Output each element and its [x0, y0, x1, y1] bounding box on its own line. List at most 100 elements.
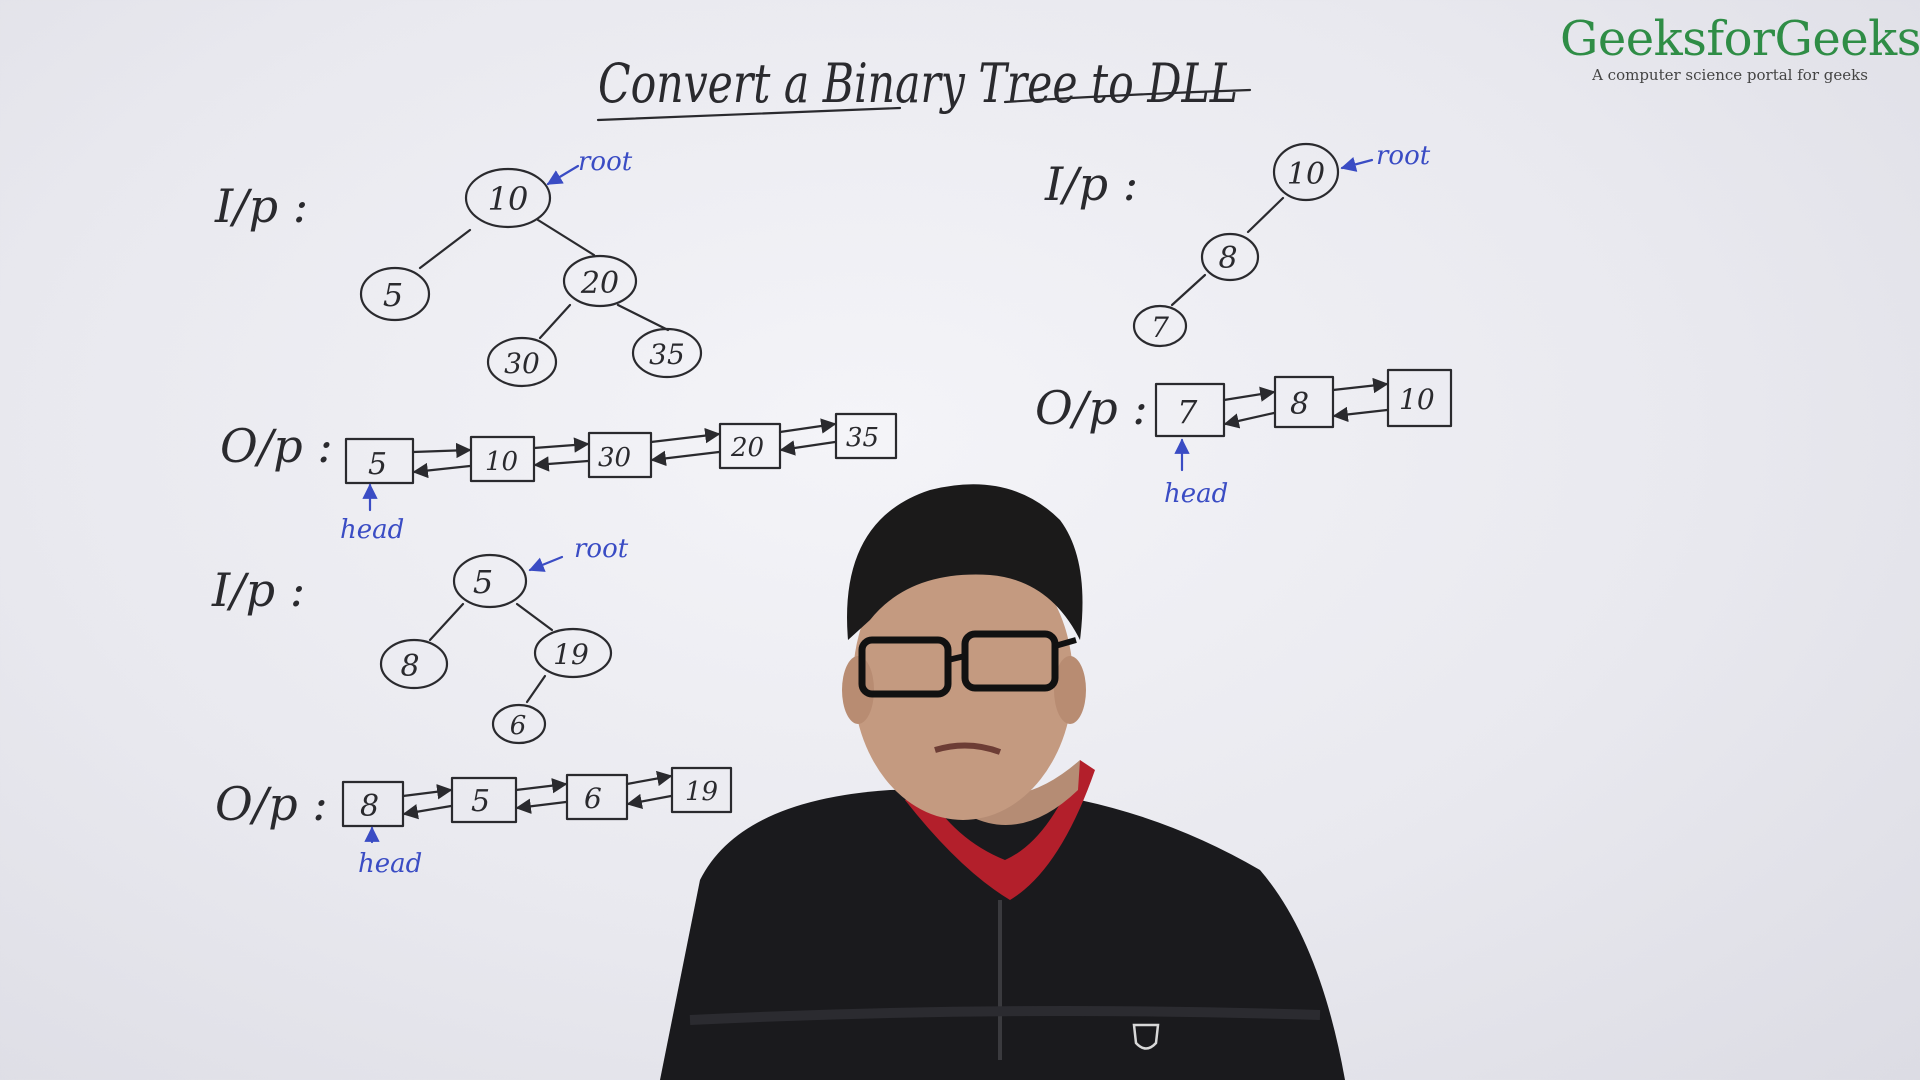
- tree-node: 10: [1272, 142, 1340, 202]
- tree-edge: [525, 674, 547, 704]
- dll-link-next: [625, 770, 673, 787]
- svg-text:10: 10: [488, 180, 529, 218]
- dll-node: 10: [469, 435, 536, 483]
- svg-text:20: 20: [730, 433, 764, 463]
- presenter-ear: [842, 656, 874, 724]
- tree-edge: [616, 303, 670, 332]
- dll-node: 20: [718, 422, 782, 470]
- svg-text:6: 6: [584, 782, 602, 815]
- dll-node: 5: [450, 776, 518, 824]
- tree-edge: [538, 303, 572, 340]
- brand-logo: GeeksforGeeks A computer science portal …: [1560, 11, 1920, 84]
- tree-node: 8: [379, 638, 449, 690]
- dll-link-prev: [412, 462, 472, 479]
- example-3: I/p : 5 8 19 6 root O/p : 8 5: [211, 534, 733, 879]
- svg-text:7: 7: [1151, 311, 1169, 344]
- glasses-icon: [858, 630, 1077, 698]
- brand-name: GeeksforGeeks: [1560, 11, 1920, 67]
- tree-node: 5: [359, 266, 431, 322]
- input-label: I/p :: [211, 563, 305, 617]
- dll-link-prev: [626, 793, 673, 810]
- dll-link-prev: [533, 456, 590, 472]
- dll-node: 7: [1154, 382, 1226, 438]
- tree-node: 10: [464, 167, 552, 229]
- dll-link-prev: [1332, 406, 1389, 423]
- svg-text:30: 30: [504, 347, 540, 380]
- svg-text:7: 7: [1177, 393, 1198, 431]
- tree-node: 6: [491, 703, 547, 745]
- presenter-ear: [1054, 656, 1086, 724]
- tree-node: 5: [452, 553, 528, 609]
- brand-tagline: A computer science portal for geeks: [1592, 66, 1868, 84]
- dll-node: 8: [341, 780, 405, 828]
- tree-node: 7: [1132, 304, 1188, 348]
- dll-node: 5: [344, 437, 415, 485]
- svg-text:8: 8: [360, 789, 379, 824]
- tree-edge: [1246, 196, 1285, 234]
- svg-text:30: 30: [598, 443, 631, 473]
- dll-link-prev: [779, 440, 837, 456]
- dll-node: 19: [670, 766, 733, 814]
- svg-text:5: 5: [368, 447, 387, 482]
- svg-text:20: 20: [580, 266, 619, 301]
- title-underline-right: [1003, 88, 1252, 104]
- svg-text:10: 10: [1287, 157, 1325, 192]
- svg-text:8: 8: [1290, 387, 1309, 422]
- head-label: head: [1164, 479, 1228, 509]
- svg-text:35: 35: [649, 338, 685, 371]
- tree-node: 30: [486, 336, 558, 388]
- root-label: root: [574, 534, 629, 564]
- dll-node: 35: [834, 412, 898, 460]
- svg-text:19: 19: [685, 777, 718, 807]
- title-underline-left: [596, 106, 902, 122]
- presenter-hair: [847, 484, 1083, 640]
- arrow-icon: [1340, 156, 1374, 172]
- svg-text:5: 5: [383, 276, 403, 314]
- dll-link-next: [532, 437, 590, 453]
- svg-text:19: 19: [553, 638, 589, 671]
- output-label: O/p :: [220, 419, 333, 473]
- dll-link-next: [514, 778, 568, 794]
- output-label: O/p :: [215, 777, 328, 831]
- svg-text:10: 10: [1399, 383, 1435, 416]
- presenter-mouth: [934, 742, 1002, 755]
- shield-icon: [1132, 1023, 1160, 1050]
- example-2: I/p : 10 8 7 root O/p : 7 8 10: [1035, 141, 1453, 509]
- head-label: head: [358, 849, 422, 879]
- tree-node: 19: [533, 627, 613, 679]
- root-label: root: [1376, 141, 1431, 171]
- svg-text:5: 5: [473, 563, 493, 601]
- dll-link-prev: [650, 450, 721, 467]
- dll-link-next: [1331, 377, 1389, 394]
- dll-link-next: [401, 784, 453, 800]
- tree-edge: [515, 602, 554, 632]
- tree-edge: [1170, 273, 1207, 307]
- dll-node: 6: [565, 773, 629, 821]
- tree-node: 20: [562, 254, 638, 308]
- sweater-stripe: [689, 1006, 1321, 1025]
- input-label: I/p :: [214, 179, 308, 233]
- svg-text:8: 8: [1218, 241, 1237, 276]
- dll-link-next: [778, 418, 837, 434]
- tree-node: 8: [1200, 232, 1260, 282]
- tree-edge: [418, 228, 472, 270]
- presenter: [660, 484, 1345, 1080]
- tree-node: 35: [631, 327, 703, 379]
- page-title: Convert a Binary Tree to DLL: [598, 52, 1238, 115]
- dll-node: 8: [1273, 375, 1335, 429]
- svg-text:6: 6: [510, 711, 527, 741]
- dll-node: 10: [1386, 368, 1453, 428]
- output-label: O/p :: [1035, 381, 1148, 435]
- arrow-icon: [546, 164, 580, 186]
- dll-link-next: [411, 442, 472, 459]
- svg-text:10: 10: [485, 447, 518, 477]
- svg-text:5: 5: [471, 784, 490, 819]
- dll-link-next: [649, 427, 721, 444]
- dll-node: 30: [587, 431, 653, 479]
- example-1: I/p : 10 5 20 30 35 root O/p: [214, 147, 898, 545]
- root-label: root: [578, 147, 633, 177]
- dll-link-prev: [1223, 411, 1276, 429]
- dll-link-prev: [515, 798, 568, 814]
- presenter-sweater: [660, 788, 1345, 1080]
